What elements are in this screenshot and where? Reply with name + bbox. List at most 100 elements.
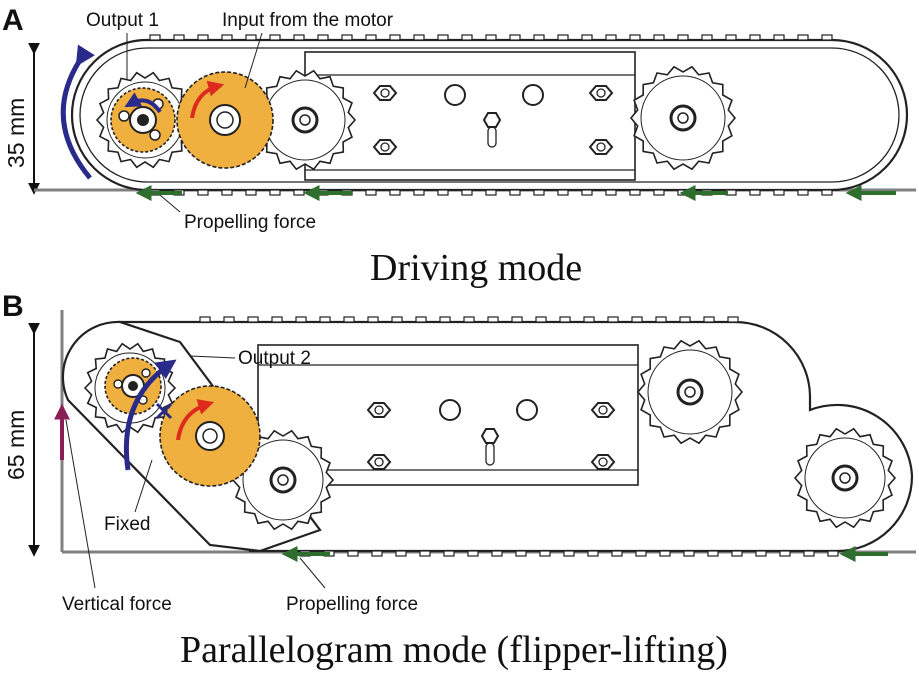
track-tooth: [245, 189, 257, 196]
track-tooth: [727, 316, 739, 323]
hex-nut-icon: [372, 139, 398, 155]
track-tooth: [415, 316, 427, 323]
fixed-cross-icon: [155, 402, 173, 420]
panel-b-letter: B: [2, 290, 24, 323]
sprocket-rear-right-a: [629, 65, 737, 171]
track-tooth: [515, 550, 527, 557]
dimension-label-65: 65 mm: [3, 410, 29, 480]
track-tooth: [581, 189, 593, 196]
track-tooth: [535, 316, 547, 323]
dimension-label-35: 35 mm: [3, 98, 29, 168]
panel-b: B 65 mm: [2, 290, 916, 671]
track-tooth: [437, 189, 449, 196]
track-tooth: [677, 34, 689, 41]
track-tooth: [557, 34, 569, 41]
sprocket-rear-left-a: [253, 69, 357, 171]
track-tooth: [461, 34, 473, 41]
gear-axle: [202, 428, 218, 444]
track-teeth-top-b: [199, 316, 739, 323]
track-tooth: [583, 316, 595, 323]
sprocket-rim: [242, 439, 324, 521]
track-tooth: [487, 316, 499, 323]
track-tooth: [371, 550, 383, 557]
track-tooth: [653, 189, 665, 196]
track-tooth: [557, 189, 569, 196]
track-tooth: [779, 550, 791, 557]
leader-vertical-force: [65, 419, 96, 589]
track-tooth: [731, 550, 743, 557]
track-tooth: [509, 34, 521, 41]
caption-parallelogram-mode: Parallelogram mode (flipper-lifting): [180, 629, 728, 671]
track-teeth-bottom-b: [299, 550, 839, 557]
planet-pin: [149, 129, 161, 141]
track-tooth: [389, 34, 401, 41]
track-tooth: [563, 550, 575, 557]
sprocket-rear-left-b: [231, 429, 335, 531]
label-propelling-b: Propelling force: [286, 594, 418, 615]
input-gear-a: [176, 71, 274, 169]
track-teeth-top-a: [149, 34, 833, 41]
plate-hole: [522, 84, 544, 106]
track-tooth: [247, 316, 259, 323]
rotation-arrow-output: [124, 92, 162, 114]
track-tooth: [533, 34, 545, 41]
track-tooth: [725, 34, 737, 41]
track-tooth: [347, 550, 359, 557]
track-tooth: [413, 34, 425, 41]
track-tooth: [679, 316, 691, 323]
track-tooth: [749, 189, 761, 196]
track-tooth: [389, 189, 401, 196]
rotation-arrow-flipper: [123, 359, 177, 471]
track-tooth: [587, 550, 599, 557]
track-tooth: [629, 34, 641, 41]
track-tooth: [581, 34, 593, 41]
plate-hole: [516, 399, 538, 421]
track-tooth: [461, 189, 473, 196]
sprocket-rim: [640, 75, 726, 161]
hex-nut-icon: [366, 454, 392, 470]
track-tooth: [509, 189, 521, 196]
track-tooth: [773, 189, 785, 196]
bolt-icon: [480, 428, 500, 466]
track-tooth: [821, 189, 833, 196]
track-tooth: [605, 34, 617, 41]
label-fixed: Fixed: [104, 514, 150, 535]
track-tooth: [463, 316, 475, 323]
track-tooth: [659, 550, 671, 557]
track-tooth: [533, 189, 545, 196]
track-tooth: [199, 316, 211, 323]
track-tooth: [197, 189, 209, 196]
panel-a-dimension: 35 mm: [3, 42, 40, 195]
track-tooth: [223, 316, 235, 323]
sprocket-rim: [647, 349, 733, 435]
track-tooth: [341, 34, 353, 41]
track-tooth: [173, 34, 185, 41]
track-inner-a: [79, 47, 900, 183]
sprocket-rear-right-b: [636, 339, 897, 529]
rotation-arrow-large: [60, 44, 95, 180]
caption-driving-mode: Driving mode: [370, 247, 582, 289]
track-tooth: [755, 550, 767, 557]
track-tooth: [631, 316, 643, 323]
hex-nut-icon: [590, 454, 616, 470]
gear-axle: [137, 114, 149, 126]
track-tooth: [419, 550, 431, 557]
hex-nut-icon: [590, 402, 616, 418]
gear-axle: [128, 381, 138, 391]
rotation-arrow-motor: [176, 399, 215, 441]
track-tooth: [439, 316, 451, 323]
track-tooth: [797, 189, 809, 196]
sprocket-axle: [677, 112, 689, 124]
track-tooth: [701, 34, 713, 41]
track-tooth: [271, 316, 283, 323]
track-tooth: [539, 550, 551, 557]
track-tooth: [605, 189, 617, 196]
sprocket-rim: [804, 437, 886, 519]
track-tooth: [653, 34, 665, 41]
bolt-icon: [482, 112, 502, 148]
track-tooth: [635, 550, 647, 557]
leader-propelling-a: [159, 194, 181, 213]
label-propelling-a: Propelling force: [184, 212, 316, 233]
track-tooth: [559, 316, 571, 323]
